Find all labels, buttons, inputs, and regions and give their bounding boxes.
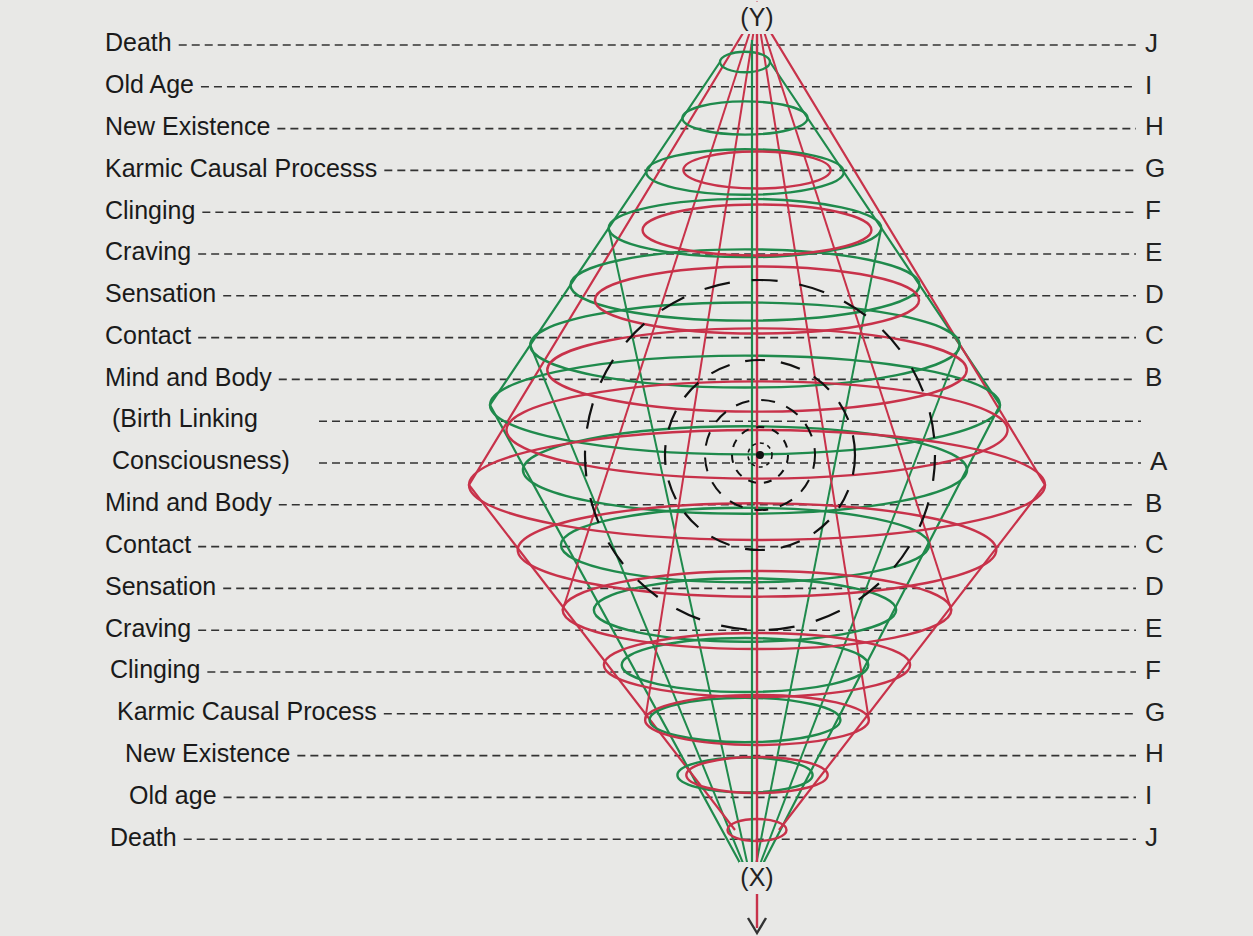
dashed-leader <box>184 838 1136 840</box>
dashed-leader <box>223 295 1136 297</box>
dashed-leader <box>224 797 1136 799</box>
red-cone-line <box>757 10 869 720</box>
green-ring <box>650 698 841 742</box>
row-letter: I <box>1143 779 1154 812</box>
stage-label: Contact <box>103 320 193 351</box>
stage-label: Clinging <box>103 195 197 226</box>
stage-label: Death <box>103 27 174 58</box>
dashed-leader <box>319 420 1141 422</box>
dashed-sphere <box>665 360 855 550</box>
row-letter: F <box>1143 194 1163 227</box>
stage-label: Craving <box>103 613 193 644</box>
row-letter: B <box>1143 487 1164 520</box>
dashed-sphere <box>748 443 772 467</box>
axis-label: (Y) <box>739 2 774 33</box>
green-ring <box>682 101 807 134</box>
row-letter: I <box>1143 69 1154 102</box>
stage-label: Mind and Body <box>103 487 274 518</box>
green-cone-line <box>609 228 752 885</box>
center-dot <box>756 451 764 459</box>
dashed-sphere <box>732 427 788 483</box>
dashed-leader <box>223 588 1136 590</box>
row-letter: C <box>1143 528 1166 561</box>
stage-label: Old age <box>127 780 219 811</box>
red-axis <box>756 6 758 928</box>
dashed-leader <box>198 337 1136 339</box>
dashed-leader <box>384 713 1136 715</box>
stage-label: Karmic Causal Processs <box>103 153 379 184</box>
row-letter: G <box>1143 152 1167 185</box>
stage-label: New Existence <box>103 111 272 142</box>
green-axis <box>751 40 753 885</box>
row-letter: E <box>1143 236 1164 269</box>
dashed-leader <box>198 629 1136 631</box>
red-cone-line <box>563 10 757 610</box>
stage-label: Death <box>108 822 179 853</box>
stage-label: Craving <box>103 236 193 267</box>
dashed-leader <box>207 671 1136 673</box>
row-letter: G <box>1143 696 1167 729</box>
row-letter: B <box>1143 361 1164 394</box>
stage-label: Old Age <box>103 69 196 100</box>
dashed-leader <box>179 44 1136 46</box>
green-ring <box>677 758 812 793</box>
row-letter: J <box>1143 27 1160 60</box>
axis-label: (X) <box>739 862 774 893</box>
red-cone-line <box>645 10 757 720</box>
row-letter: A <box>1148 445 1169 478</box>
row-letter: H <box>1143 110 1166 143</box>
dashed-leader <box>279 379 1136 381</box>
dashed-leader <box>384 170 1136 172</box>
row-letter: C <box>1143 319 1166 352</box>
green-ring <box>720 52 770 73</box>
axis-arrowhead <box>748 918 766 933</box>
cone-figure <box>469 3 1045 933</box>
stage-label: Karmic Causal Process <box>115 696 379 727</box>
green-ring <box>646 149 844 195</box>
dashed-leader <box>201 86 1136 88</box>
row-letter: J <box>1143 821 1160 854</box>
dashed-leader <box>297 755 1136 757</box>
row-letter: E <box>1143 612 1164 645</box>
dashed-leader <box>277 128 1136 130</box>
dashed-sphere <box>585 280 935 630</box>
stage-label: Mind and Body <box>103 362 274 393</box>
row-letter: D <box>1143 570 1166 603</box>
stage-label: Clinging <box>108 654 202 685</box>
stage-label: New Existence <box>123 738 292 769</box>
row-letter: F <box>1143 654 1163 687</box>
stage-label: Sensation <box>103 278 218 309</box>
row-letter: H <box>1143 737 1166 770</box>
stage-label: (Birth Linking Consciousness) <box>110 398 314 482</box>
dashed-sphere <box>705 400 815 510</box>
stage-label: Sensation <box>103 571 218 602</box>
stage-label: Contact <box>103 529 193 560</box>
row-letter: D <box>1143 278 1166 311</box>
